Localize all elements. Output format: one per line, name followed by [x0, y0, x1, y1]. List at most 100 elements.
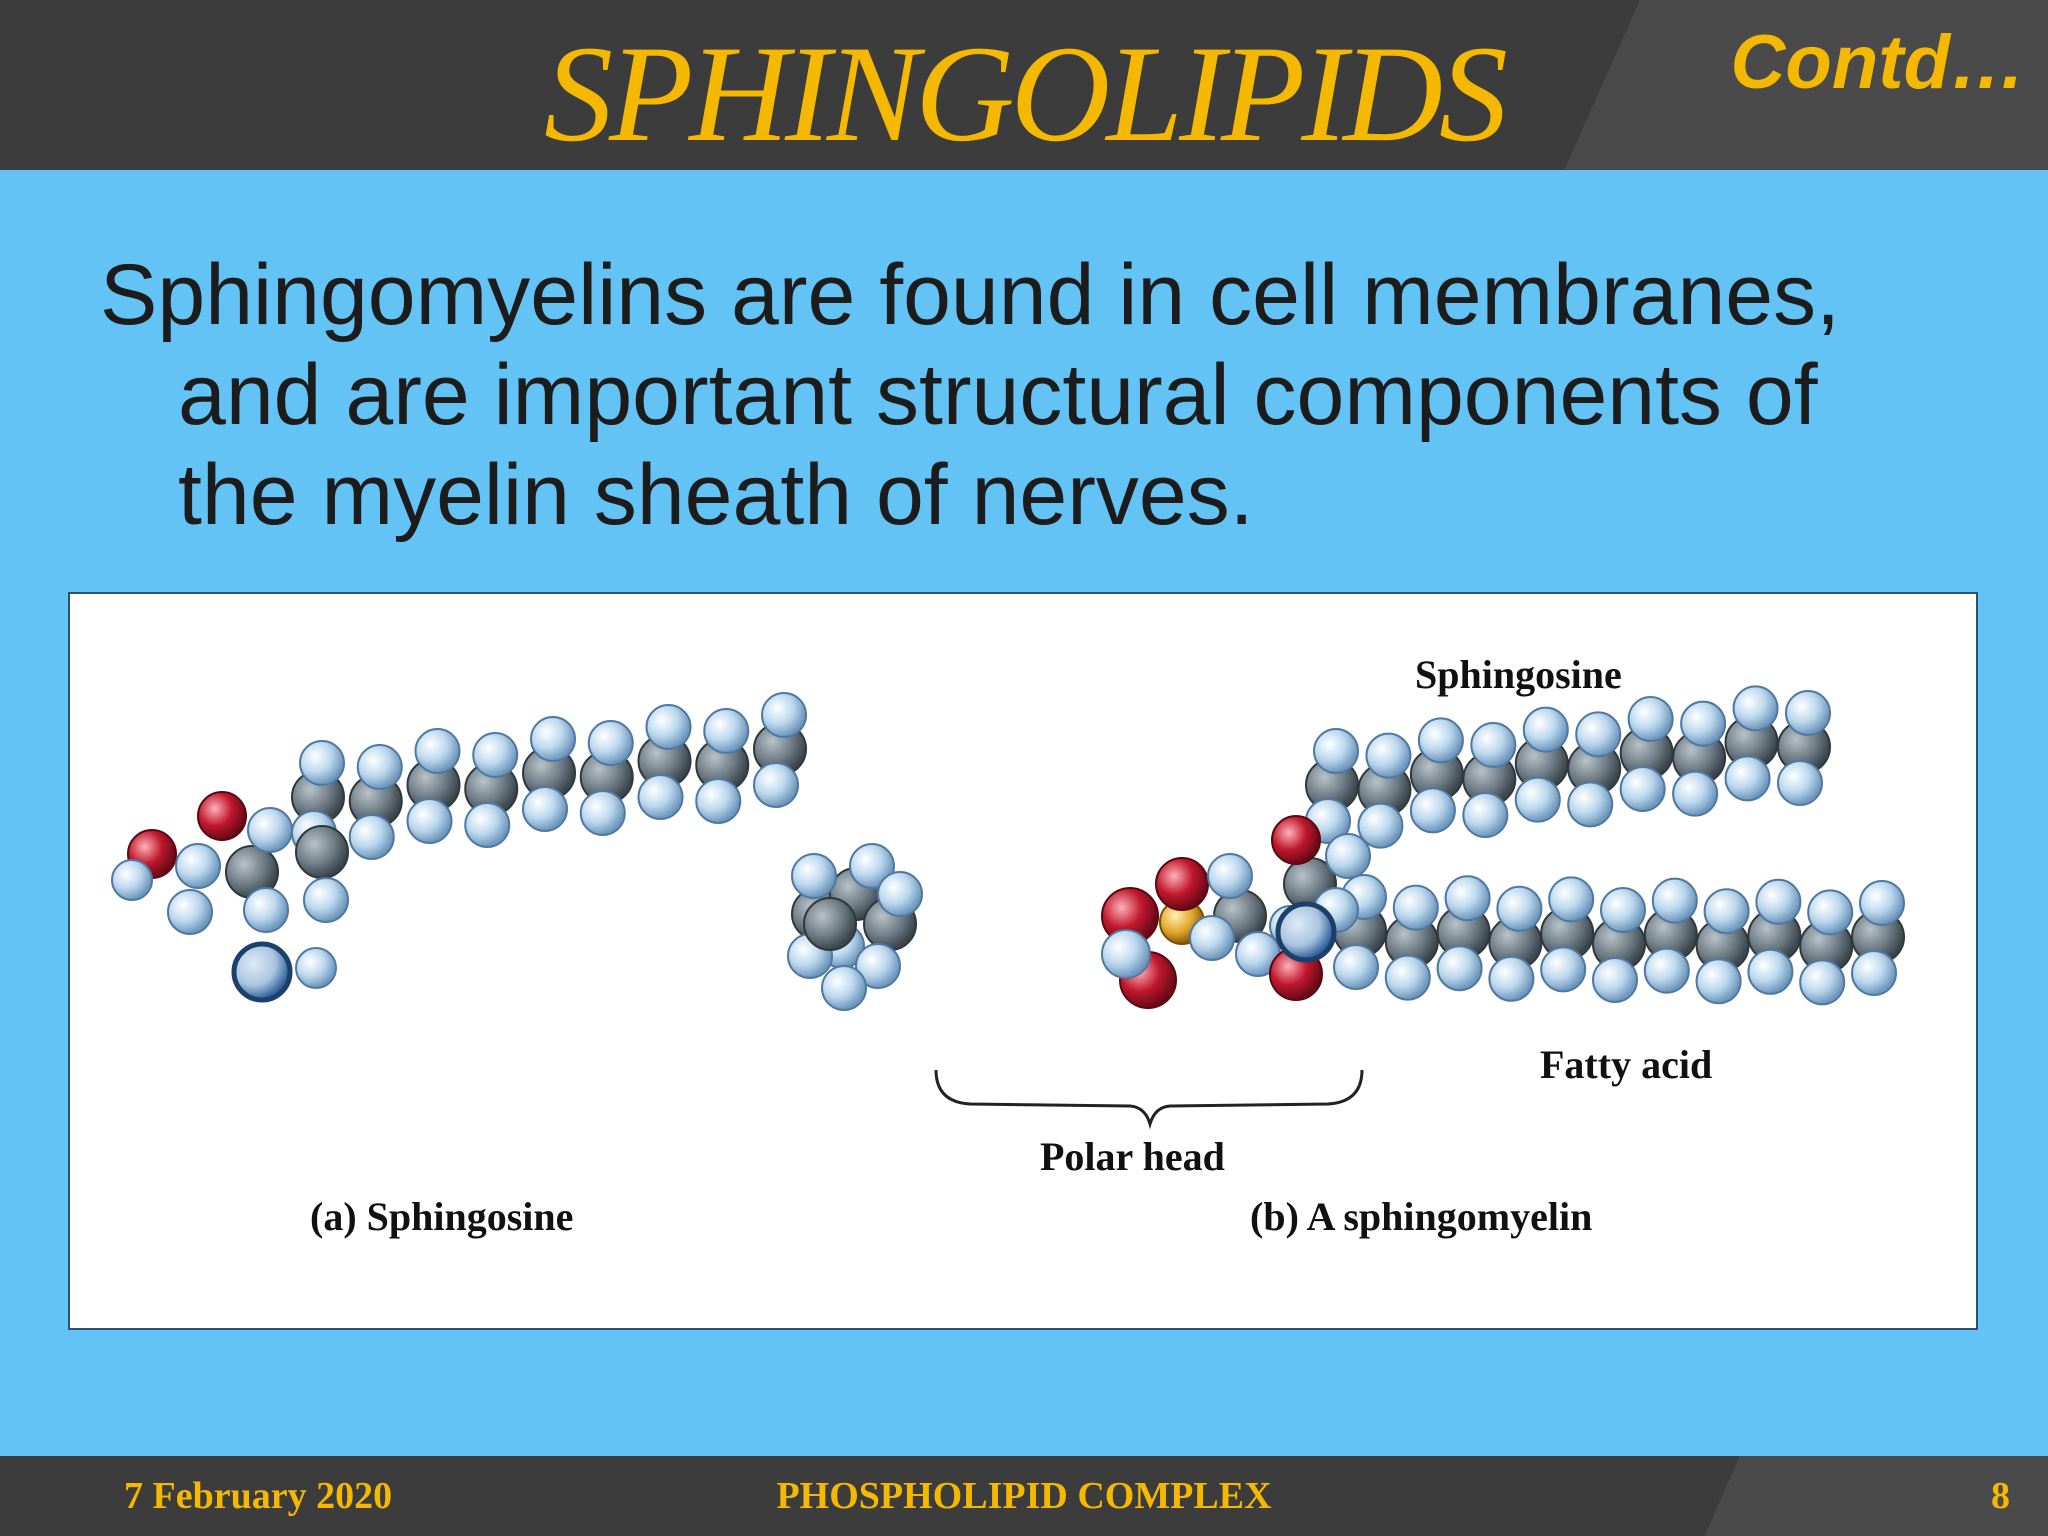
hydrogen-atom — [1470, 722, 1517, 768]
hydrogen-atom — [1592, 957, 1638, 1003]
hydrogen-atom — [348, 814, 395, 860]
sphingomyelin-molecule — [787, 685, 1905, 1011]
body-line-3: the myelin sheath of nerves. — [178, 447, 1254, 543]
hydrogen-atom — [1207, 853, 1253, 899]
molecule-illustration — [111, 685, 1905, 1130]
hydrogen-atom — [1777, 760, 1823, 806]
hydrogen-atom — [1600, 887, 1646, 933]
hydrogen-atom — [1807, 889, 1854, 936]
hydrogen-atom — [1540, 946, 1587, 993]
hydrogen-atom — [1436, 945, 1483, 992]
hydrogen-atom — [1651, 877, 1698, 924]
hydrogen-atom — [1357, 802, 1404, 849]
nitrogen-atom — [1275, 901, 1337, 963]
hydrogen-atom — [299, 740, 345, 786]
hydrogen-atom — [303, 877, 349, 923]
hydrogen-atom — [791, 853, 837, 899]
hydrogen-atom — [695, 778, 742, 824]
hydrogen-atom — [1101, 929, 1151, 979]
title-bar: SPHINGOLIPIDS Contd… — [0, 0, 2048, 170]
slide-title: SPHINGOLIPIDS — [544, 17, 1508, 170]
hydrogen-atom — [1462, 792, 1509, 838]
oxygen-atom — [1271, 815, 1321, 865]
hydrogen-atom — [1680, 700, 1727, 747]
hydrogen-atom — [1325, 833, 1371, 879]
hydrogen-atom — [1488, 955, 1535, 1002]
hydrogen-atom — [472, 732, 519, 778]
hydrogen-atom — [1695, 958, 1742, 1005]
hydrogen-atom — [1575, 711, 1622, 758]
hydrogen-atom — [1747, 948, 1794, 995]
page-number: 8 — [1991, 1475, 2010, 1517]
hydrogen-atom — [1522, 706, 1569, 753]
hydrogen-atom — [1799, 959, 1846, 1006]
hydrogen-atom — [1672, 770, 1719, 817]
hydrogen-atom — [849, 843, 895, 889]
footer-bar: 7 February 2020 PHOSPHOLIPID COMPLEX 8 — [0, 1456, 2048, 1536]
continued-label: Contd… — [1730, 20, 2026, 105]
hydrogen-atom — [1333, 944, 1379, 990]
hydrogen-atom — [1496, 885, 1543, 932]
hydrogen-atom — [1384, 954, 1431, 1001]
hydrogen-atom — [1732, 685, 1779, 732]
hydrogen-atom — [1785, 690, 1831, 736]
hydrogen-atom — [1755, 878, 1802, 925]
hydrogen-atom — [645, 704, 692, 750]
hydrogen-atom — [753, 762, 799, 808]
caption-b: (b) A sphingomyelin — [1250, 1194, 1593, 1239]
oxygen-atom — [1155, 857, 1209, 911]
hydrogen-atom — [1548, 876, 1595, 923]
footer-date: 7 February 2020 — [124, 1475, 393, 1517]
carbon-atom — [295, 825, 349, 879]
hydrogen-atom — [522, 786, 568, 832]
hydrogen-atom — [1514, 776, 1561, 823]
hydrogen-atom — [1703, 888, 1750, 935]
hydrogen-atom — [1417, 717, 1464, 764]
hydrogen-atom — [1409, 787, 1456, 834]
hydrogen-atom — [1313, 728, 1359, 774]
hydrogen-atom — [111, 859, 153, 901]
hydrogen-atom — [579, 790, 626, 836]
body-line-1: Sphingomyelins are found in cell membran… — [100, 247, 1841, 343]
hydrogen-atom — [414, 728, 461, 774]
hydrogen-atom — [1444, 875, 1491, 922]
hydrogen-atom — [356, 744, 403, 790]
footer-title: PHOSPHOLIPID COMPLEX — [776, 1475, 1272, 1517]
nitrogen-atom — [231, 941, 293, 1003]
hydrogen-atom — [1392, 884, 1439, 931]
sphingosine-molecule — [111, 692, 807, 1003]
carbon-atom — [803, 897, 857, 951]
hydrogen-atom — [464, 802, 511, 848]
polar-head-brace — [934, 1069, 1364, 1130]
body-line-2: and are important structural components … — [178, 347, 1818, 443]
hydrogen-atom — [1627, 696, 1674, 742]
hydrogen-atom — [1189, 915, 1235, 961]
hydrogen-atom — [587, 720, 634, 766]
hydrogen-atom — [243, 887, 289, 933]
fatty-acid-label: Fatty acid — [1540, 1042, 1713, 1087]
hydrogen-atom — [1851, 950, 1897, 996]
caption-a: (a) Sphingosine — [310, 1194, 574, 1239]
oxygen-atom — [197, 791, 247, 841]
hydrogen-atom — [530, 716, 576, 762]
hydrogen-atom — [175, 843, 221, 889]
sphingosine-chain-label: Sphingosine — [1415, 652, 1622, 697]
hydrogen-atom — [855, 943, 901, 989]
hydrogen-atom — [1859, 880, 1905, 926]
hydrogen-atom — [1724, 755, 1771, 802]
polar-head-label: Polar head — [1040, 1134, 1225, 1179]
hydrogen-atom — [761, 692, 807, 738]
hydrogen-atom — [1619, 766, 1666, 812]
hydrogen-atom — [877, 871, 923, 917]
hydrogen-atom — [1365, 732, 1412, 779]
hydrogen-atom — [247, 807, 293, 853]
body-text: Sphingomyelins are found in cell membran… — [100, 245, 2000, 545]
hydrogen-atom — [637, 774, 684, 820]
hydrogen-atom — [1643, 947, 1690, 994]
hydrogen-atom — [406, 798, 453, 844]
hydrogen-atom — [1567, 781, 1614, 828]
hydrogen-atom — [703, 708, 750, 754]
hydrogen-atom — [167, 889, 213, 935]
hydrogen-atom — [821, 965, 867, 1011]
hydrogen-atom — [295, 947, 337, 989]
